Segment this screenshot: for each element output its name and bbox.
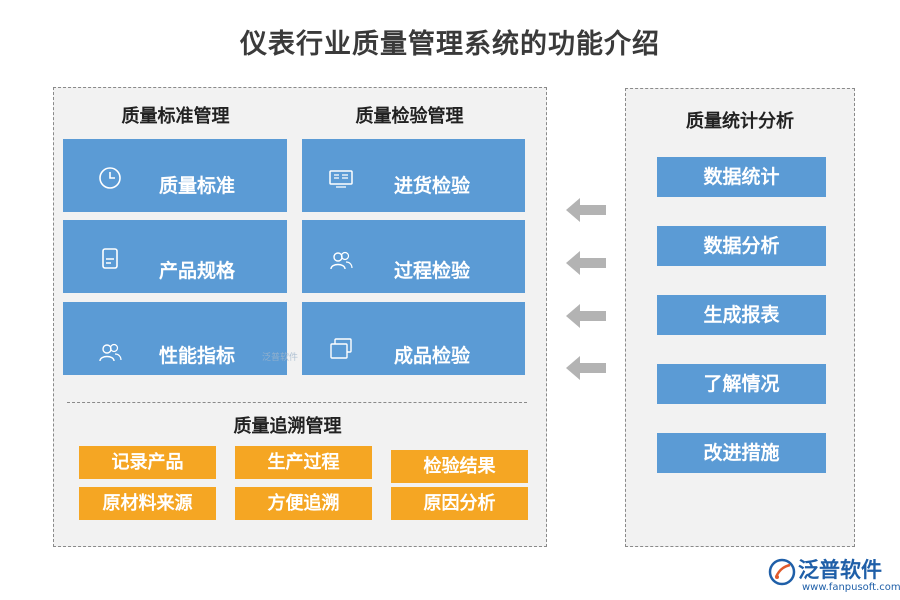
- arrow-left-icon: [566, 198, 606, 222]
- tile-label: 质量标准: [159, 175, 236, 197]
- arrow-left-icon: [566, 356, 606, 380]
- trace-mgmt-heading: 质量追溯管理: [233, 416, 342, 437]
- brand-logo-block: 泛普软件 www.fanpusoft.com: [768, 554, 900, 598]
- brand-url: www.fanpusoft.com: [802, 582, 900, 593]
- trace-item-cause-analysis[interactable]: 原因分析: [391, 487, 528, 520]
- tile-label: 产品规格: [159, 260, 236, 282]
- tile-label: 成品检验: [394, 345, 471, 367]
- trace-item-easy-trace[interactable]: 方便追溯: [235, 487, 372, 520]
- trace-item-record-product[interactable]: 记录产品: [79, 446, 216, 479]
- clock-icon: [99, 167, 121, 189]
- page-title: 仪表行业质量管理系统的功能介绍: [240, 29, 660, 60]
- stats-item-understand-situation[interactable]: 了解情况: [657, 364, 826, 404]
- tile-performance-index[interactable]: 性能指标: [63, 302, 287, 375]
- tile-finished-inspection[interactable]: 成品检验: [302, 302, 525, 375]
- trace-item-inspection-result[interactable]: 检验结果: [391, 450, 528, 483]
- tile-label: 进货检验: [394, 175, 471, 197]
- stats-item-improvement-measures[interactable]: 改进措施: [657, 433, 826, 473]
- stats-analysis-heading: 质量统计分析: [686, 111, 794, 132]
- trace-item-raw-material-source[interactable]: 原材料来源: [79, 487, 216, 520]
- card-icon: [329, 170, 353, 188]
- standard-mgmt-heading: 质量标准管理: [121, 106, 230, 127]
- section-divider: [67, 402, 527, 403]
- users-icon: [99, 343, 122, 362]
- tile-product-spec[interactable]: 产品规格: [63, 220, 287, 293]
- trace-item-production-process[interactable]: 生产过程: [235, 446, 372, 479]
- tile-incoming-inspection[interactable]: 进货检验: [302, 139, 525, 212]
- brand-logo-icon: [768, 558, 796, 586]
- stats-item-generate-report[interactable]: 生成报表: [657, 295, 826, 335]
- windows-icon: [330, 338, 352, 359]
- inspection-mgmt-heading: 质量检验管理: [355, 106, 464, 127]
- stats-item-data-statistics[interactable]: 数据统计: [657, 157, 826, 197]
- arrow-left-icon: [566, 251, 606, 275]
- stats-item-data-analysis[interactable]: 数据分析: [657, 226, 826, 266]
- tile-label: 性能指标: [159, 345, 236, 367]
- tile-label: 过程检验: [394, 260, 471, 282]
- brand-name: 泛普软件: [798, 558, 882, 582]
- arrow-left-icon: [566, 304, 606, 328]
- tile-process-inspection[interactable]: 过程检验: [302, 220, 525, 293]
- users-icon: [330, 251, 353, 270]
- watermark: 泛普软件: [262, 353, 299, 363]
- tile-quality-standard[interactable]: 质量标准: [63, 139, 287, 212]
- document-icon: [102, 248, 118, 269]
